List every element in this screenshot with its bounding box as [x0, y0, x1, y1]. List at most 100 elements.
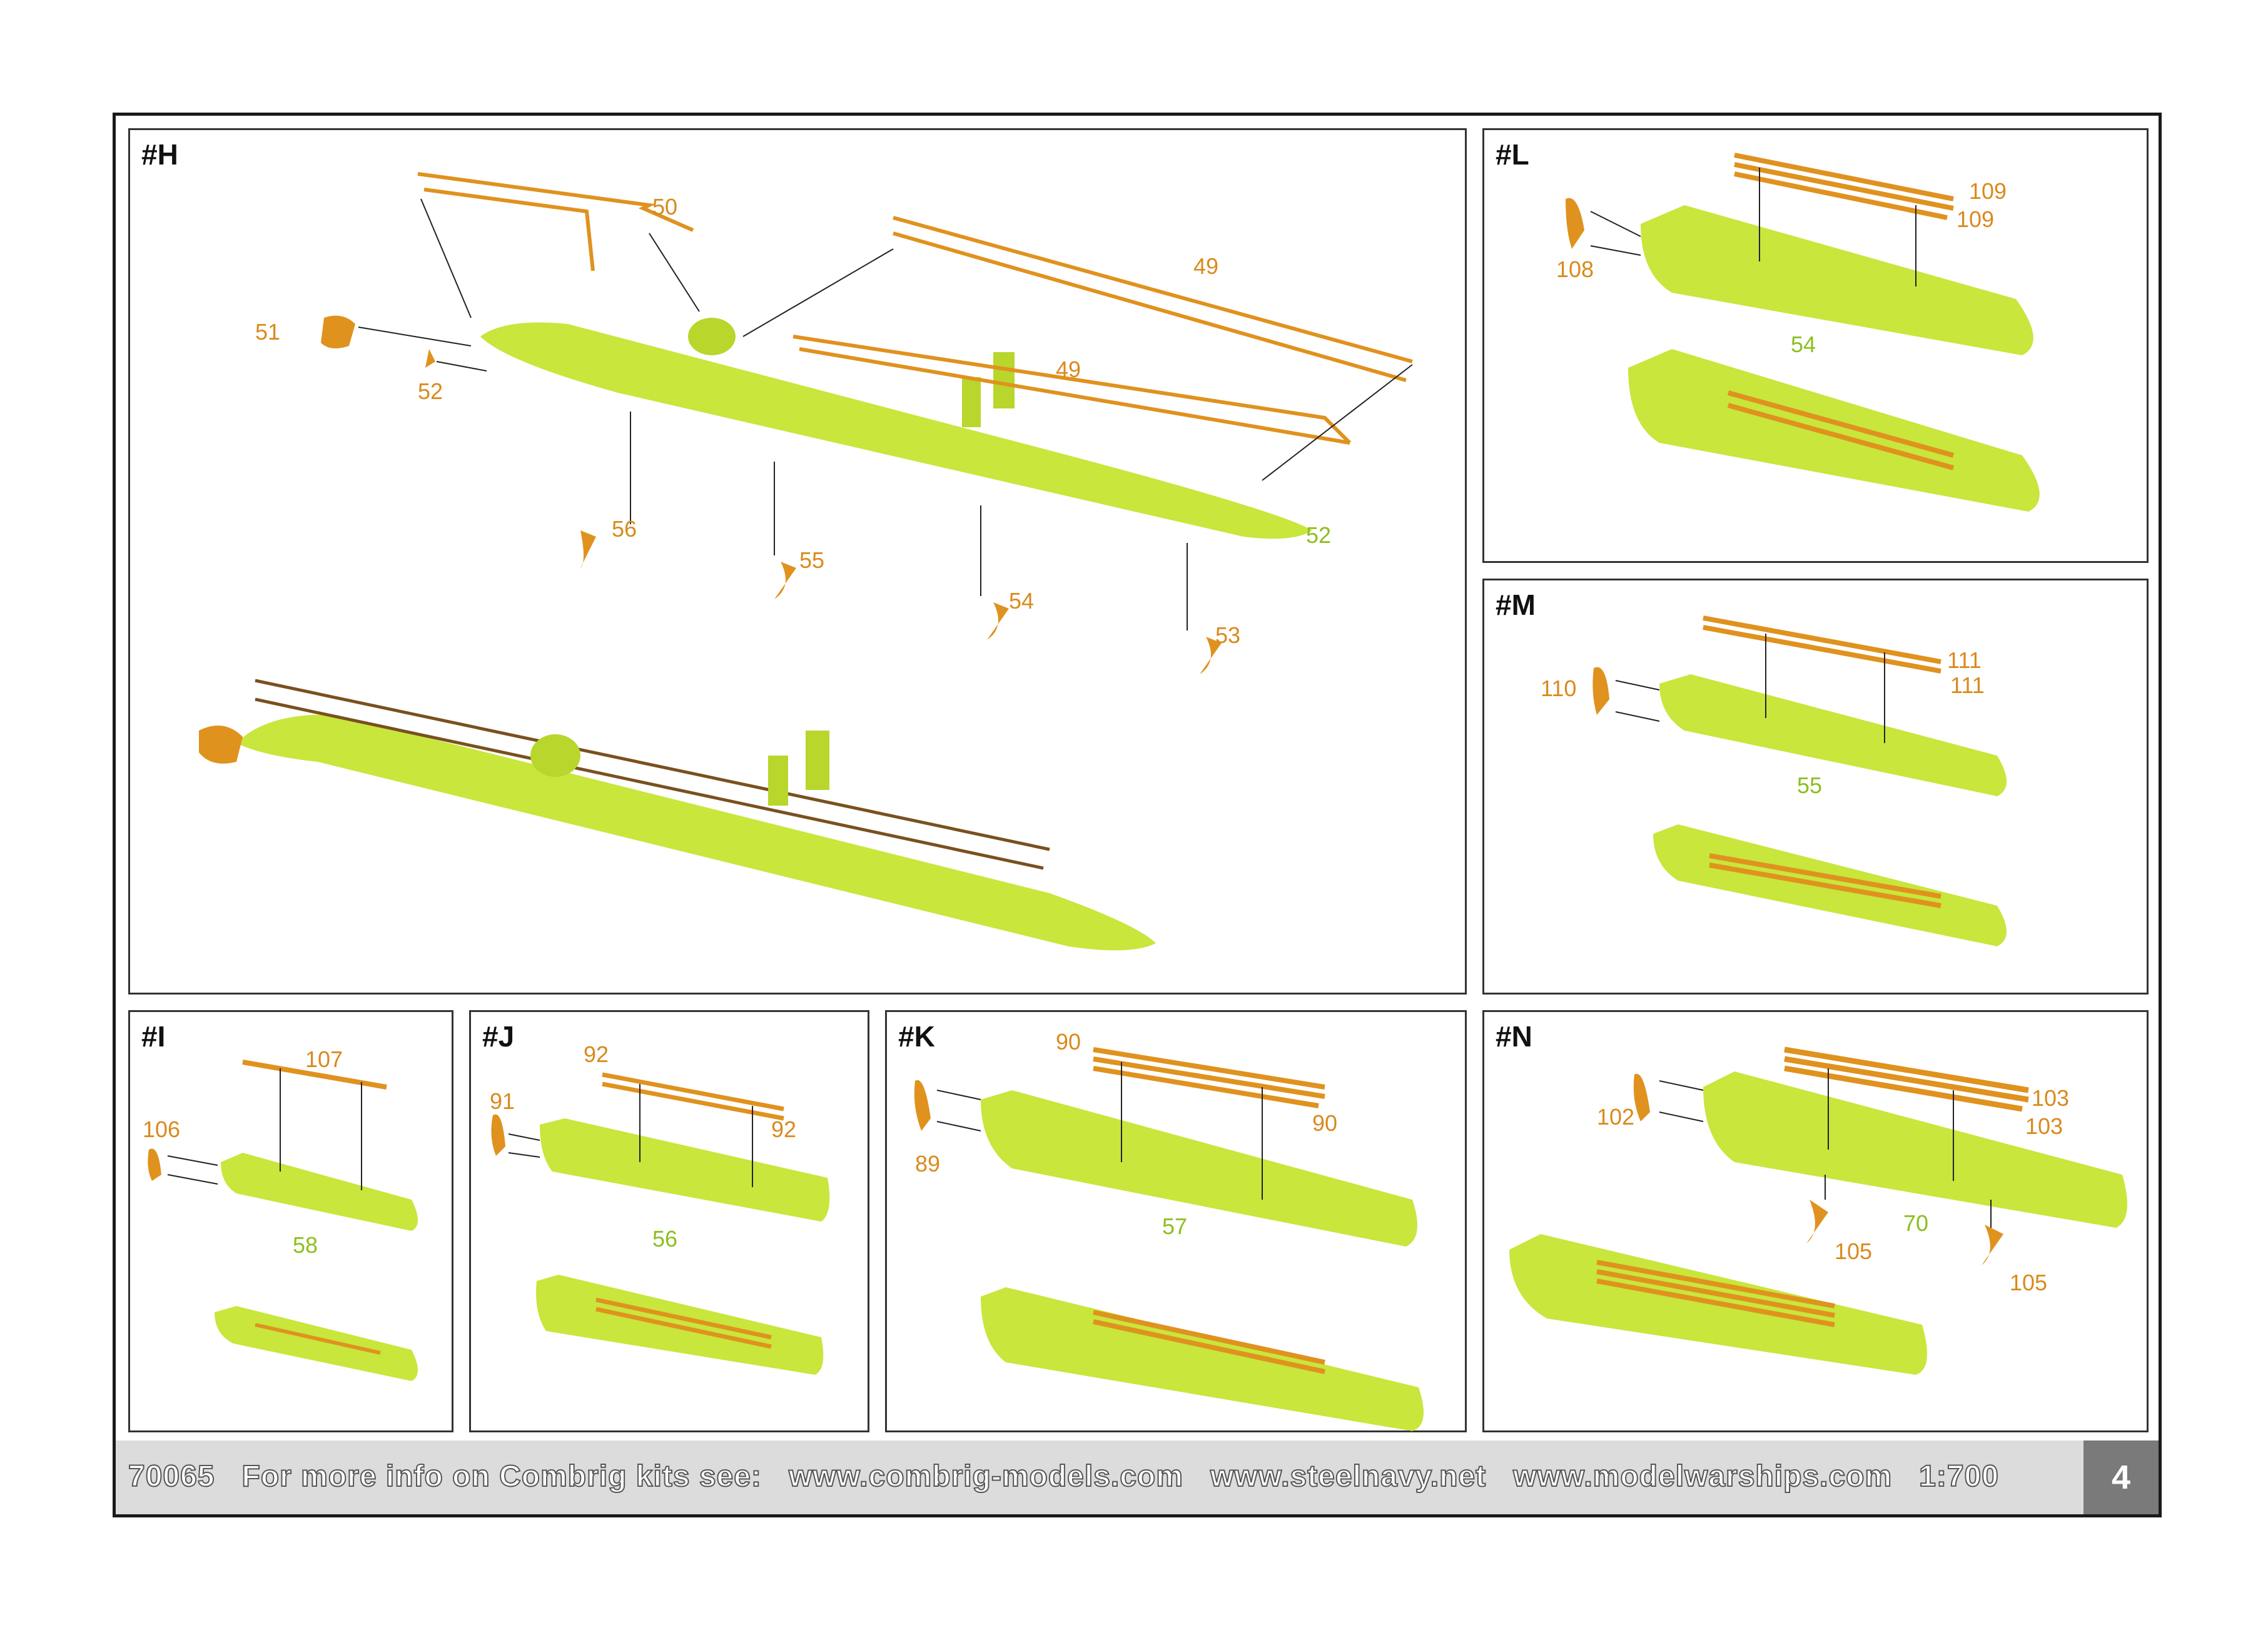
- hull-exploded: [480, 322, 1312, 539]
- boat-57-assembled: [981, 1287, 1424, 1431]
- page-number: 4: [2083, 1440, 2159, 1514]
- part-55: [774, 562, 796, 599]
- oars-111: [1703, 615, 1941, 674]
- boat-58-exploded: [221, 1153, 418, 1231]
- scale-text: 1:700: [1918, 1459, 1999, 1494]
- boat-70-exploded: [1703, 1071, 2127, 1228]
- boat-58-diagram: 107 106 58: [143, 1046, 418, 1381]
- part-label: 111: [1947, 647, 1982, 673]
- part-label: 90: [1056, 1029, 1081, 1055]
- part-label: 92: [771, 1116, 796, 1142]
- panel-n: #N 103 103 102 70 105 105: [1482, 1010, 2149, 1432]
- oars-assembled: [1596, 1260, 1835, 1327]
- turret-assembled: [530, 734, 580, 777]
- part-label: 92: [584, 1041, 609, 1067]
- part-56: [580, 530, 596, 568]
- boat-55-exploded: [1659, 674, 2007, 796]
- part-label: 109: [1969, 178, 2007, 204]
- info-text: For more info on Combrig kits see:: [241, 1459, 762, 1494]
- boat-56-diagram: 92 91 92 56: [490, 1041, 830, 1375]
- part-label: 103: [2032, 1085, 2069, 1111]
- part-label: 53: [1215, 622, 1240, 648]
- part-label: 51: [255, 319, 280, 345]
- boat-54-assembled: [1628, 349, 2040, 512]
- part-label: 58: [293, 1232, 318, 1258]
- part-label: 90: [1312, 1110, 1337, 1136]
- part-label: 108: [1556, 256, 1594, 282]
- boat-56-exploded: [540, 1118, 830, 1222]
- part-label: 57: [1162, 1213, 1187, 1239]
- part-102: [1633, 1073, 1650, 1121]
- panel-title: #H: [141, 138, 178, 171]
- part-label: 109: [1957, 206, 1994, 232]
- funnel-2: [962, 377, 981, 427]
- oars-assembled: [1093, 1310, 1325, 1374]
- part-108: [1566, 198, 1584, 249]
- oars-103: [1784, 1046, 2029, 1112]
- part-label: 103: [2025, 1113, 2063, 1139]
- panel-title: #J: [482, 1020, 515, 1053]
- kit-number: 70065: [128, 1459, 215, 1494]
- boat-57-exploded: [981, 1090, 1417, 1247]
- part-label: 111: [1950, 672, 1985, 698]
- part-54: [987, 602, 1009, 640]
- part-label: 56: [652, 1226, 677, 1252]
- oars-109: [1734, 153, 1954, 220]
- part-label: 89: [915, 1151, 940, 1177]
- part-52-prop: [425, 349, 435, 368]
- part-51: [321, 315, 355, 348]
- part-label: 105: [2010, 1270, 2047, 1295]
- oars-assembled: [1727, 390, 1955, 470]
- boat-70-diagram: 103 103 102 70 105 105: [1509, 1046, 2127, 1375]
- panel-title: #I: [141, 1020, 166, 1053]
- part-106: [148, 1148, 161, 1181]
- panel-l: #L 109 109 108 54: [1482, 128, 2149, 563]
- funnel-assembled-2: [768, 756, 788, 806]
- boat-54-exploded: [1641, 205, 2033, 355]
- panel-k: #K 90 90 89 57: [885, 1010, 1467, 1432]
- link-steelnavy[interactable]: www.steelnavy.net: [1210, 1459, 1487, 1494]
- rail-49-lower: [792, 335, 1352, 445]
- rail-49-upper: [893, 216, 1413, 382]
- part-label: 102: [1597, 1104, 1634, 1130]
- part-label: 107: [305, 1046, 343, 1072]
- part-label: 52: [1306, 522, 1331, 548]
- funnel-1: [993, 352, 1015, 408]
- oars-92: [602, 1072, 784, 1121]
- panel-i: #I 107 106 58: [128, 1010, 453, 1432]
- part-89: [914, 1080, 931, 1131]
- boat-57-diagram: 90 90 89 57: [914, 1029, 1424, 1431]
- part-label: 70: [1903, 1210, 1928, 1236]
- part-label: 110: [1541, 676, 1576, 701]
- stern-part-assembled: [199, 726, 243, 764]
- boat-55-diagram: 111 111 110 55: [1541, 615, 2007, 946]
- part-105-left: [1806, 1200, 1828, 1243]
- part-label: 49: [1193, 253, 1218, 279]
- funnel-assembled-1: [806, 731, 829, 790]
- ship-assembly-diagram: 50 49 49 51 52 52 56 55 54 53: [199, 172, 1413, 951]
- part-110: [1592, 667, 1609, 715]
- rail-50: [417, 172, 694, 271]
- part-91: [491, 1114, 505, 1156]
- part-label: 50: [652, 194, 677, 220]
- panel-j: #J 92 91 92 56: [469, 1010, 869, 1432]
- link-modelwarships[interactable]: www.modelwarships.com: [1512, 1459, 1893, 1494]
- footer-bar: 70065 For more info on Combrig kits see:…: [116, 1440, 2159, 1514]
- part-105-right: [1982, 1225, 2003, 1265]
- boat-54-diagram: 109 109 108 54: [1556, 153, 2040, 512]
- panel-title: #K: [898, 1020, 935, 1053]
- rail-assembled: [255, 679, 1050, 870]
- link-combrig[interactable]: www.combrig-models.com: [788, 1459, 1183, 1494]
- part-label: 54: [1791, 332, 1816, 357]
- panel-title: #L: [1496, 138, 1529, 171]
- boat-56-assembled: [536, 1275, 824, 1375]
- part-label: 49: [1056, 357, 1081, 382]
- part-label: 52: [418, 378, 443, 404]
- part-label: 55: [799, 547, 824, 573]
- oar-assembled: [255, 1323, 381, 1355]
- footer-text: 70065 For more info on Combrig kits see:…: [128, 1459, 1999, 1494]
- oars-assembled: [595, 1297, 772, 1349]
- part-label: 91: [490, 1088, 515, 1114]
- part-53: [1200, 637, 1222, 674]
- part-label: 54: [1009, 588, 1034, 614]
